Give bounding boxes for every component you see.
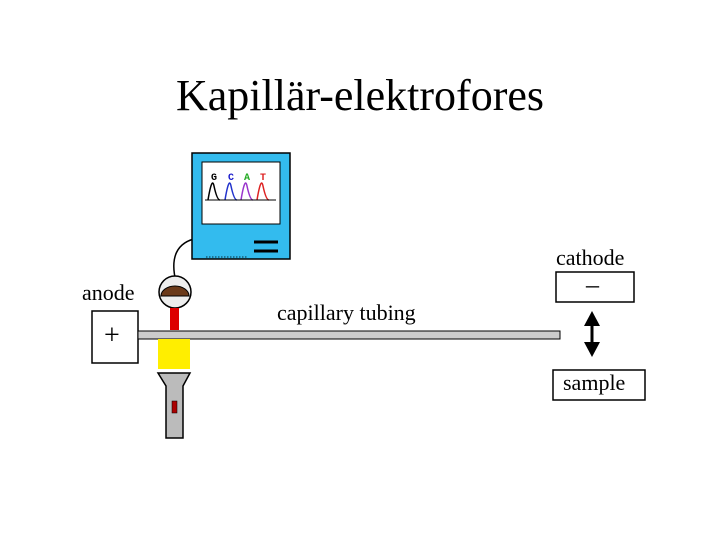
monitor: G C A T bbox=[191, 152, 291, 260]
sample-box bbox=[552, 369, 646, 401]
detection-window bbox=[158, 339, 190, 369]
anode-label: anode bbox=[82, 280, 135, 305]
light-source-indicator bbox=[171, 400, 178, 414]
minus-sign: – bbox=[586, 270, 599, 299]
trace-peak-1 bbox=[224, 182, 238, 201]
base-letter-0: G bbox=[211, 173, 217, 184]
monitor-traces bbox=[207, 182, 270, 201]
monitor-screen bbox=[201, 161, 281, 225]
vertical-double-arrow bbox=[584, 311, 600, 357]
capillary-tubing bbox=[137, 330, 561, 340]
anode-box bbox=[91, 310, 139, 364]
trace-peak-3 bbox=[256, 182, 270, 201]
detector-lens bbox=[160, 285, 190, 297]
laser-beam-top bbox=[170, 308, 179, 330]
trace-peak-0 bbox=[207, 182, 221, 201]
capillary-tubing-label: capillary tubing bbox=[277, 300, 416, 325]
base-letter-1: C bbox=[228, 173, 234, 184]
cathode-box bbox=[555, 271, 635, 303]
plus-sign: + bbox=[104, 320, 120, 351]
trace-peak-2 bbox=[240, 182, 254, 201]
detector bbox=[158, 275, 192, 330]
page-title: Kapillär-elektrofores bbox=[175, 71, 545, 120]
cathode-label: cathode bbox=[556, 245, 625, 270]
base-letter-2: A bbox=[244, 173, 250, 184]
monitor-base-letters: G C A T bbox=[211, 173, 266, 184]
sample-label: sample bbox=[563, 370, 626, 395]
base-letter-3: T bbox=[260, 173, 266, 184]
